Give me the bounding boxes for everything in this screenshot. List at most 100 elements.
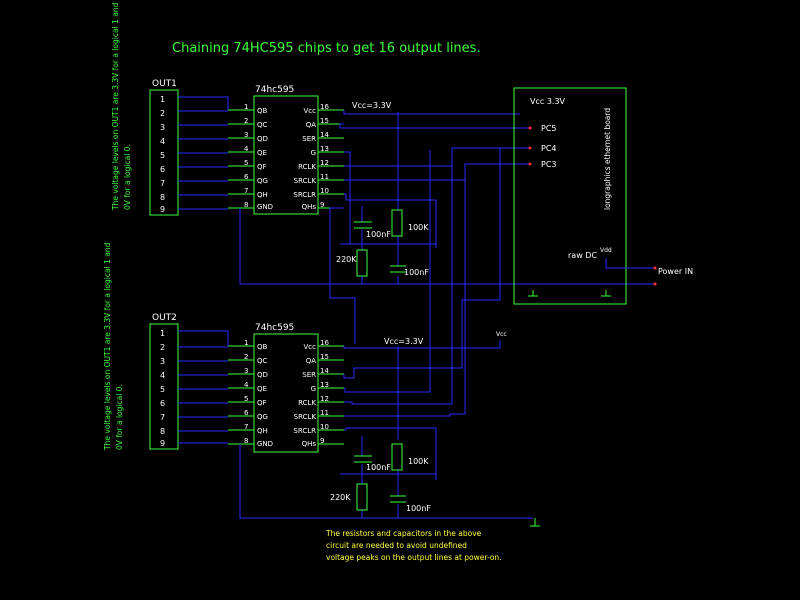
- vcc1-label: Vcc=3.3V: [352, 101, 392, 110]
- out2-note: The voltage levels on OUT1 are 3.3V for …: [103, 242, 124, 451]
- svg-text:2: 2: [160, 343, 165, 352]
- chip1-body: [253, 95, 319, 215]
- svg-text:14: 14: [320, 131, 329, 139]
- svg-text:3: 3: [160, 357, 165, 366]
- board-ground-symbols: [528, 290, 611, 297]
- svg-text:9: 9: [320, 437, 324, 445]
- svg-text:8: 8: [160, 193, 165, 202]
- chip1-right-pins: 16 15 14 13 12 11 10 9 Vcc QA SER G RCLK…: [293, 103, 344, 211]
- ethernet-board: [513, 87, 627, 305]
- svg-text:100nF: 100nF: [406, 504, 431, 513]
- svg-text:GND: GND: [257, 203, 273, 211]
- svg-text:longraphics ethernet board: longraphics ethernet board: [603, 108, 612, 210]
- svg-text:8: 8: [160, 427, 165, 436]
- svg-text:10: 10: [320, 423, 329, 431]
- chip1-name: 74hc595: [255, 85, 294, 95]
- svg-text:PC4: PC4: [541, 144, 557, 153]
- svg-text:QG: QG: [257, 177, 268, 185]
- svg-text:SRCLR: SRCLR: [293, 191, 316, 199]
- svg-text:PC5: PC5: [541, 124, 557, 133]
- svg-text:100K: 100K: [408, 223, 429, 232]
- svg-text:QC: QC: [257, 357, 268, 365]
- svg-text:QC: QC: [257, 121, 268, 129]
- svg-text:12: 12: [320, 395, 329, 403]
- board-name: longraphics ethernet board: [603, 108, 612, 210]
- svg-text:PC3: PC3: [541, 160, 557, 169]
- svg-text:4: 4: [244, 381, 249, 389]
- svg-text:QH: QH: [257, 191, 268, 199]
- board-pins: PC5 PC4 PC3: [528, 124, 557, 169]
- vdd-label: Vdd: [600, 247, 612, 254]
- svg-text:220K: 220K: [336, 255, 357, 264]
- power-in-label: Power IN: [658, 267, 693, 276]
- chip2-left-pins: 1 2 3 4 5 6 7 8 QB QC QD QE QF QG QH GND: [228, 339, 273, 448]
- svg-text:GND: GND: [257, 440, 273, 448]
- svg-text:9: 9: [160, 205, 165, 214]
- svg-text:QB: QB: [257, 343, 268, 351]
- svg-text:1: 1: [160, 95, 165, 104]
- svg-text:QA: QA: [306, 357, 317, 365]
- svg-text:14: 14: [320, 367, 329, 375]
- svg-text:12: 12: [320, 159, 329, 167]
- svg-text:6: 6: [160, 399, 165, 408]
- svg-text:13: 13: [320, 381, 329, 389]
- out1-label: OUT1: [152, 79, 177, 89]
- svg-text:SRCLK: SRCLK: [294, 413, 317, 421]
- svg-text:QF: QF: [257, 163, 267, 171]
- svg-text:The voltage levels on OUT1 are: The voltage levels on OUT1 are 3.3V for …: [103, 242, 112, 451]
- chip2-ground-symbol: [530, 518, 540, 527]
- svg-text:SER: SER: [302, 135, 316, 143]
- svg-text:1: 1: [160, 329, 165, 338]
- svg-text:9: 9: [320, 201, 324, 209]
- chip2-power-wires: [340, 148, 501, 518]
- power-in-wires: [605, 258, 655, 269]
- svg-text:QHs: QHs: [302, 203, 317, 211]
- svg-text:7: 7: [160, 179, 165, 188]
- vcc-small-label: Vcc: [496, 331, 507, 338]
- svg-text:15: 15: [320, 117, 329, 125]
- svg-text:0V for a logical 0.: 0V for a logical 0.: [123, 144, 132, 210]
- out2-pin-numbers: 1 2 3 4 5 6 7 8 9: [160, 329, 165, 448]
- svg-text:100K: 100K: [408, 457, 429, 466]
- svg-text:3: 3: [244, 367, 248, 375]
- svg-text:16: 16: [320, 339, 329, 347]
- svg-text:0V for a logical 0.: 0V for a logical 0.: [115, 384, 124, 450]
- svg-text:SRCLR: SRCLR: [293, 427, 316, 435]
- svg-text:5: 5: [160, 151, 165, 160]
- svg-text:220K: 220K: [330, 493, 351, 502]
- out2-connector: [149, 323, 179, 450]
- out2-label: OUT2: [152, 313, 177, 323]
- svg-text:1: 1: [244, 339, 248, 347]
- footnote: The resistors and capacitors in the abov…: [325, 529, 502, 562]
- svg-text:11: 11: [320, 173, 329, 181]
- svg-text:5: 5: [244, 159, 248, 167]
- svg-text:100nF: 100nF: [404, 268, 429, 277]
- svg-text:2: 2: [160, 109, 165, 118]
- svg-text:5: 5: [160, 385, 165, 394]
- svg-text:QE: QE: [257, 385, 267, 393]
- out1-wires: [178, 96, 655, 285]
- svg-text:13: 13: [320, 145, 329, 153]
- chip1-power-wires: [329, 110, 530, 344]
- svg-text:4: 4: [160, 137, 165, 146]
- svg-text:9: 9: [160, 439, 165, 448]
- svg-text:Vcc: Vcc: [304, 107, 317, 115]
- svg-text:G: G: [311, 385, 316, 393]
- svg-text:1: 1: [244, 103, 248, 111]
- svg-text:3: 3: [160, 123, 165, 132]
- chip2-name: 74hc595: [255, 323, 294, 333]
- svg-text:G: G: [311, 149, 316, 157]
- chip1-left-pins: 1 2 3 4 5 6 7 8 QB QC QD QE QF QG QH GND: [228, 103, 273, 211]
- svg-text:QF: QF: [257, 399, 267, 407]
- svg-text:3: 3: [244, 131, 248, 139]
- svg-text:QD: QD: [257, 135, 268, 143]
- svg-text:QHs: QHs: [302, 440, 317, 448]
- svg-text:100nF: 100nF: [366, 463, 391, 472]
- out1-note: The voltage levels on OUT1 are 3.3V for …: [111, 2, 132, 211]
- svg-text:SER: SER: [302, 371, 316, 379]
- svg-text:4: 4: [160, 371, 165, 380]
- vcc2-label: Vcc=3.3V: [384, 337, 424, 346]
- svg-text:6: 6: [244, 173, 249, 181]
- rc1-components: 100nF 100K 220K 100nF: [336, 209, 429, 277]
- svg-text:15: 15: [320, 353, 329, 361]
